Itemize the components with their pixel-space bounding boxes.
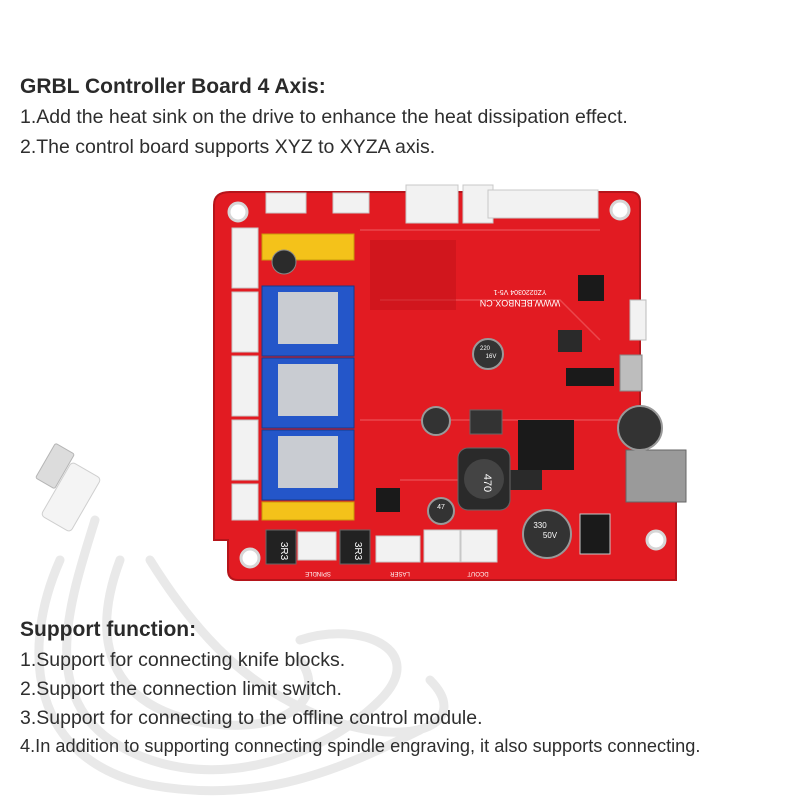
pcb-revision: YZ0220304 V5-1 [493,288,546,295]
cap-label-50v: 50V [543,531,558,540]
support-line-4: 4.In addition to supporting connecting s… [20,736,701,756]
usb-cable [34,515,449,796]
cap-label-16v: 16V [486,354,497,360]
support-title: Support function: [20,618,197,641]
label-dcout: DCOUT [467,570,489,576]
top-connectors [265,184,599,224]
yellow-header-bottom [261,501,355,521]
inductor-label-left: 3R3 [278,542,289,561]
label-laser: LASER [390,570,410,576]
capacitor-small [271,249,297,275]
feature-line-2: 2.The control board supports XYZ to XYZA… [20,136,436,158]
label-spindle: SPINDLE [305,570,331,576]
feature-line-1: 1.Add the heat sink on the drive to enha… [20,106,628,128]
support-line-1: 1.Support for connecting knife blocks. [20,649,346,671]
stepper-drivers [261,285,355,501]
product-title: GRBL Controller Board 4 Axis: [20,75,326,98]
usb-plug [35,443,101,532]
left-connectors [231,227,259,521]
cap-label-220: 220 [480,346,491,352]
pcb-url: WWW.BENBOX.CN [480,298,561,308]
capacitors [421,338,663,559]
cap-label-47: 47 [437,504,445,511]
inductors [265,409,511,565]
inductor-label-mid: 3R3 [352,542,363,561]
support-line-3: 3.Support for connecting to the offline … [20,707,483,729]
support-line-2: 2.Support the connection limit switch. [20,678,342,700]
bottom-connectors [297,513,611,563]
inductor-label-big: 470 [481,474,493,492]
components [370,240,687,512]
cap-label-330: 330 [533,521,547,530]
